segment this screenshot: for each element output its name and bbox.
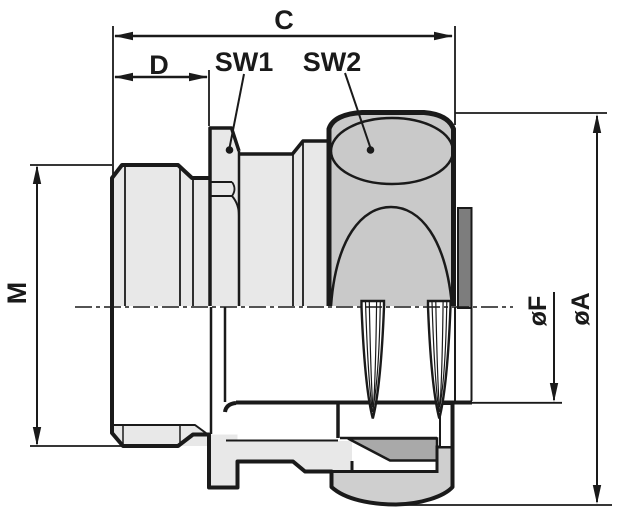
thread-top-outline [110, 163, 210, 306]
mid-body-outline [239, 139, 329, 156]
bore-corner-round [223, 401, 237, 413]
arrow-c-left [114, 31, 133, 41]
collar-foot-fill [209, 434, 238, 488]
label-dia-a: øA [567, 292, 595, 325]
arrow-d-right [189, 72, 208, 82]
collar-fillet [231, 195, 240, 217]
collar-groove-end [231, 181, 236, 197]
section-outer-outline [110, 306, 455, 507]
arrow-f-bottom [549, 383, 559, 402]
claw-prong-left-hatch [364, 301, 381, 413]
hex-facet-ellipse [329, 116, 455, 186]
sw1-collar-outline [208, 126, 241, 306]
label-dim-d: D [149, 50, 169, 80]
thread-wall-inner-edge [112, 424, 211, 437]
arrow-c-right [434, 31, 453, 41]
hex-facet-lower-arc [329, 205, 454, 307]
label-sw1: SW1 [215, 47, 274, 77]
labels: C D SW1 SW2 M øF øA [2, 5, 595, 326]
seal-wedge-fill [347, 437, 439, 462]
ledge-band-fill [226, 441, 352, 472]
arrow-a-bottom [592, 485, 602, 504]
arrowheads [32, 31, 602, 504]
arrow-a-top [592, 114, 602, 133]
gland-body-exterior [112, 112, 473, 309]
claw-prong-right-hatch [431, 301, 448, 413]
leader-sw2 [344, 72, 372, 149]
label-dim-m: M [2, 282, 32, 305]
arrow-m-top [32, 165, 42, 184]
dimensions [30, 26, 612, 506]
thread-section-fill [112, 165, 210, 306]
label-dim-c: C [274, 5, 294, 35]
outlines [110, 110, 473, 507]
label-dia-f: øF [524, 296, 552, 327]
mid-body-fill [239, 141, 330, 306]
sw1-collar-fill [210, 128, 239, 306]
leader-dot-sw1 [225, 146, 234, 154]
claw-prongs [360, 299, 452, 419]
gland-body-section [112, 403, 454, 507]
seal-ring-dark-fill [457, 207, 473, 309]
arrow-d-left [114, 72, 133, 82]
cap-nut-dome-outline [326, 110, 456, 306]
arrow-m-bottom [32, 427, 42, 446]
leader-dot-sw2 [366, 146, 375, 154]
cap-nut-dome-fill [329, 112, 454, 306]
label-sw2: SW2 [303, 47, 362, 77]
leader-sw1 [228, 73, 245, 149]
